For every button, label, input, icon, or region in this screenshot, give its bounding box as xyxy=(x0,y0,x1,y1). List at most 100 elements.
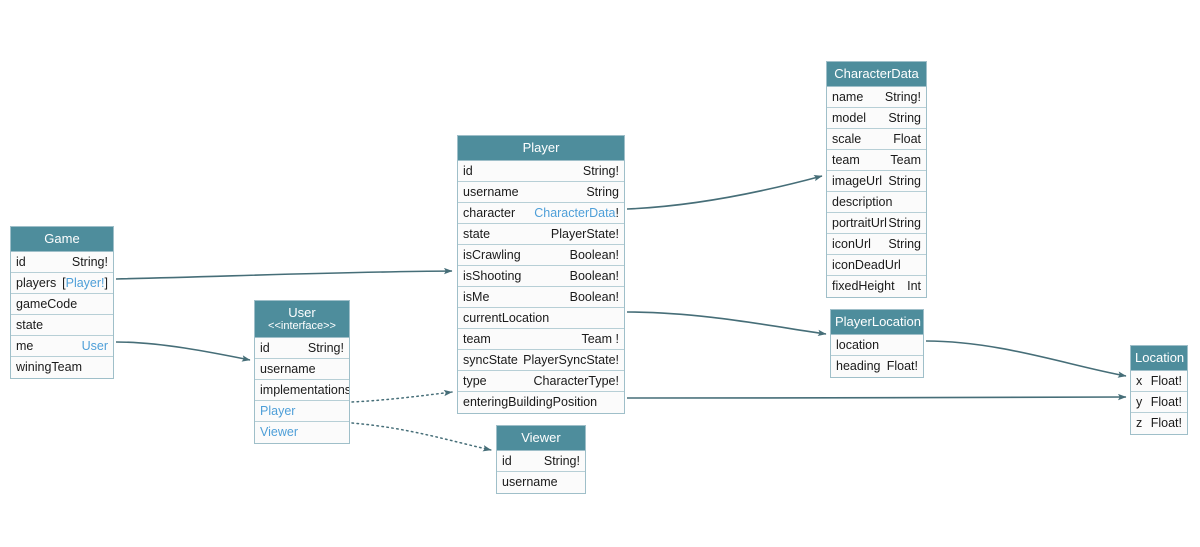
field-type: Float! xyxy=(1150,416,1182,430)
field-name: syncState xyxy=(463,353,518,367)
field-row[interactable]: isMe Boolean! xyxy=(458,287,624,308)
field-type: String xyxy=(888,174,921,188)
edge-user-viewer-implements xyxy=(351,422,492,452)
field-name: Viewer xyxy=(260,425,298,439)
entity-box-playerlocation[interactable]: PlayerLocationlocationLocation!headingFl… xyxy=(830,309,924,378)
entity-box-user[interactable]: User<<interface>>idString!usernameString… xyxy=(254,300,350,444)
field-type: String xyxy=(888,216,921,230)
field-type: Int xyxy=(907,279,921,293)
field-name: gameCode xyxy=(16,297,78,311)
implementation-row[interactable]: Player xyxy=(255,401,349,422)
edge-user-player-implements xyxy=(351,389,453,403)
field-name: scale xyxy=(832,132,862,146)
field-type: PlayerSyncState! xyxy=(523,353,619,367)
edge-player-character-to-characterdata xyxy=(626,174,823,210)
field-name: enteringBuildingPosition xyxy=(463,395,598,409)
field-type: Float! xyxy=(1150,395,1182,409)
field-row[interactable]: currentLocationPlayerLocation! xyxy=(458,308,624,329)
field-row[interactable]: stateGameState! xyxy=(11,315,113,336)
field-name: isMe xyxy=(463,290,490,304)
field-row[interactable]: players [Player!] xyxy=(11,273,113,294)
field-name: implementations xyxy=(260,383,349,397)
field-name: username xyxy=(260,362,316,376)
field-type[interactable]: CharacterData! xyxy=(534,203,619,223)
field-type: String xyxy=(547,492,580,493)
field-name: isCrawling xyxy=(463,248,521,262)
field-row[interactable]: id String! xyxy=(255,338,349,359)
field-type: String! xyxy=(307,341,344,355)
bracket-open: [ xyxy=(62,276,66,290)
field-row[interactable]: iconDeadUrlString xyxy=(827,255,926,276)
field-name: username xyxy=(502,475,558,489)
field-name: players xyxy=(16,276,57,290)
field-name: state xyxy=(16,318,44,332)
field-row[interactable]: implementations xyxy=(255,380,349,401)
field-type: PlayerState! xyxy=(550,227,619,241)
entity-header-player: Player xyxy=(458,136,624,161)
field-row[interactable]: winingTeamTeam xyxy=(11,357,113,378)
field-row[interactable]: imageUrl String xyxy=(827,171,926,192)
non-null-marker: ! xyxy=(615,206,619,220)
field-type: Float! xyxy=(886,359,918,373)
field-row[interactable]: syncState PlayerSyncState! xyxy=(458,350,624,371)
field-name: z xyxy=(1136,416,1143,430)
field-name: state xyxy=(463,227,491,241)
entity-header-characterdata: CharacterData xyxy=(827,62,926,87)
field-row[interactable]: enteringBuildingPositionLocation xyxy=(458,392,624,413)
field-type: String xyxy=(586,185,619,199)
field-type: String xyxy=(888,237,921,251)
field-type: Boolean! xyxy=(569,290,619,304)
entity-box-game[interactable]: GameidString!players[Player!]gameCodeStr… xyxy=(10,226,114,379)
field-name: team xyxy=(832,153,860,167)
field-type: String! xyxy=(71,255,108,269)
field-type[interactable]: Location xyxy=(572,412,619,413)
field-type: String xyxy=(888,111,921,125)
field-row[interactable]: y Float! xyxy=(1131,392,1187,413)
field-type: String! xyxy=(543,454,580,468)
field-row[interactable]: locationLocation! xyxy=(831,335,923,356)
type-link[interactable]: CharacterData xyxy=(534,206,616,220)
type-link[interactable]: User xyxy=(81,339,108,353)
field-row[interactable]: state PlayerState! xyxy=(458,224,624,245)
field-name: id xyxy=(260,341,270,355)
implementation-row[interactable]: Viewer xyxy=(255,422,349,443)
type-link[interactable]: Player! xyxy=(65,276,105,290)
field-type[interactable]: [Player!] xyxy=(62,273,108,293)
field-row[interactable]: descriptionString xyxy=(827,192,926,213)
field-row[interactable]: gameCodeString! xyxy=(11,294,113,315)
field-name: y xyxy=(1136,395,1143,409)
field-row[interactable]: z Float! xyxy=(1131,413,1187,434)
field-type[interactable]: User xyxy=(82,336,108,356)
field-name: me xyxy=(16,339,34,353)
field-name: x xyxy=(1136,374,1143,388)
edge-game-me-to-user xyxy=(115,341,251,362)
field-name: imageUrl xyxy=(832,174,883,188)
field-type: CharacterType! xyxy=(533,374,619,388)
field-row[interactable]: me User xyxy=(11,336,113,357)
